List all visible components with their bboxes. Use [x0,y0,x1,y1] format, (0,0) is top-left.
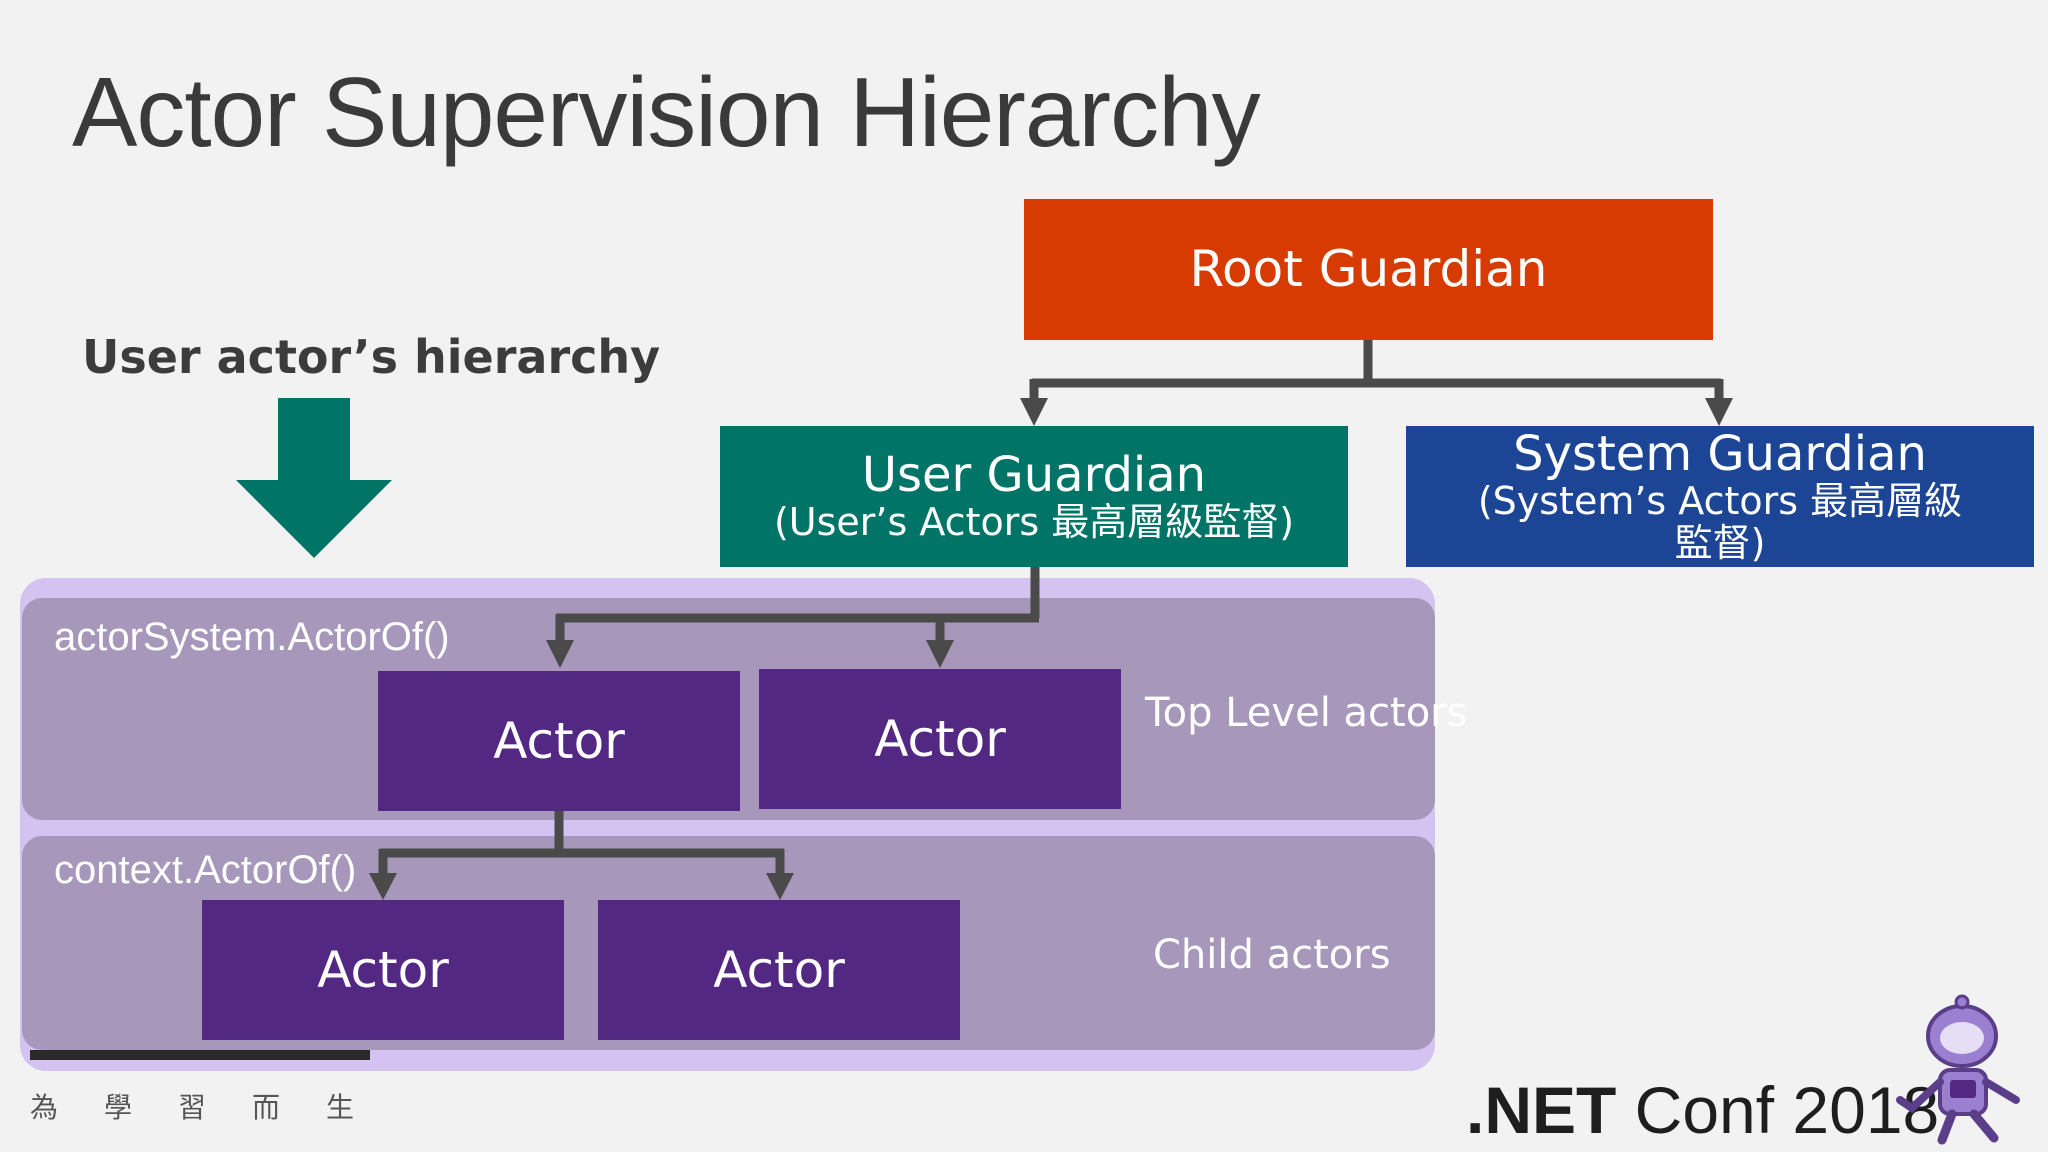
down-arrow-icon [236,398,392,558]
user-guardian-label: User Guardian [861,447,1207,504]
arrowhead-top-actor-1 [546,640,574,668]
user-guardian-box: User Guardian (User’s Actors 最高層級監督) [720,426,1348,567]
child-actor-2: Actor [598,900,960,1040]
actor-label: Actor [493,711,625,770]
system-guardian-description: (System’s Actors 最高層級監督) [1477,479,1963,565]
actor-system-code-label: actorSystem.ActorOf() [54,615,450,659]
actor-label: Actor [713,940,845,999]
watermark-text: 為學習而生 [30,1091,401,1124]
arrowhead-top-actor-2 [926,640,954,668]
system-guardian-label: System Guardian [1513,426,1927,483]
top-actor-1: Actor [378,671,740,811]
arrowhead-child-actor-2 [766,873,794,900]
arrowhead-user-guardian [1020,398,1048,426]
watermark-logo-strip [30,1050,370,1060]
hierarchy-subtitle: User actor’s hierarchy [82,330,661,384]
user-guardian-description: (User’s Actors 最高層級監督) [773,500,1295,544]
arrowhead-child-actor-1 [369,873,397,900]
child-actor-1: Actor [202,900,564,1040]
root-guardian-box: Root Guardian [1024,199,1713,340]
page-title: Actor Supervision Hierarchy [72,57,1261,167]
top-actor-2: Actor [759,669,1121,809]
system-guardian-box: System Guardian (System’s Actors 最高層級監督) [1406,426,2034,567]
root-guardian-label: Root Guardian [1189,240,1548,298]
top-level-actors-label: Top Level actors [1145,690,1468,736]
conference-logo-text: .NET Conf 2018 [1466,1072,1939,1148]
arrowhead-system-guardian [1705,398,1733,426]
dotnet-bot-icon [1896,994,2020,1145]
context-code-label: context.ActorOf() [54,848,357,892]
conf-year-text: Conf 2018 [1616,1073,1940,1147]
actor-label: Actor [874,709,1006,768]
actor-label: Actor [317,940,449,999]
dotnet-text: .NET [1466,1073,1617,1147]
child-actors-label: Child actors [1153,932,1391,978]
